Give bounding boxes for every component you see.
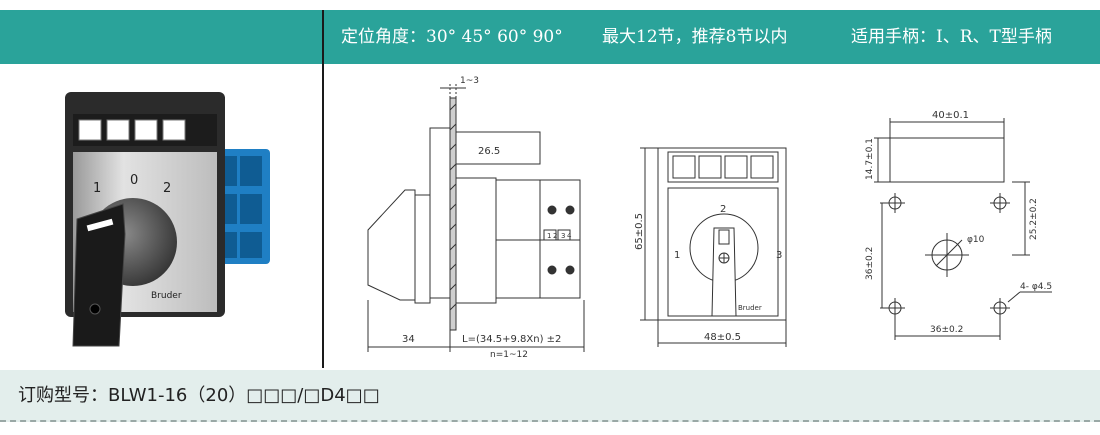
dim-center-hole: φ10 — [967, 235, 985, 245]
terminal-label: 1 — [547, 232, 551, 240]
dim-slot-width: 40±0.1 — [932, 110, 969, 121]
dim-n: n=1~12 — [490, 350, 528, 360]
dim-height: 65±0.5 — [634, 213, 645, 250]
mounting-panel — [449, 97, 457, 331]
terminal-label: 2 — [553, 232, 557, 240]
technical-drawings: 1~3 26.5 1 2 3 4 34 L=(34.5+9.8Xn) ±2 n=… — [367, 76, 1052, 360]
side-handle — [367, 189, 416, 301]
module-block — [495, 179, 541, 241]
dial-label-2: 2 — [163, 181, 171, 196]
terminal-label: 4 — [567, 232, 572, 240]
order-model-label: 订购型号：BLW1-16（20）□□□/□D4□□ — [18, 385, 380, 406]
module-block — [495, 239, 541, 299]
product-photo: 1 0 2 Bruder — [65, 92, 270, 347]
label-window — [162, 119, 186, 141]
cutout-slot — [889, 137, 1005, 183]
terminal-label: 3 — [561, 232, 565, 240]
dim-thickness: 1~3 — [460, 76, 479, 86]
position-label-3: 3 — [776, 250, 782, 261]
spec-handles: 适用手柄：I、R、T型手柄 — [851, 27, 1052, 47]
dim-width-front: 48±0.5 — [704, 332, 741, 343]
spec-header-bar: 定位角度：30° 45° 60° 90° 最大12节，推荐8节以内 适用手柄：I… — [0, 10, 1100, 64]
photo-brand: Bruder — [151, 291, 182, 301]
dim-slot-height: 14.7±0.1 — [865, 138, 875, 180]
side-view: 1~3 26.5 1 2 3 4 34 L=(34.5+9.8Xn) ±2 n=… — [367, 76, 585, 360]
order-footer: 订购型号：BLW1-16（20）□□□/□D4□□ — [0, 370, 1100, 422]
label-window — [106, 119, 130, 141]
spec-sections: 最大12节，推荐8节以内 — [602, 27, 788, 47]
dim-center-upper: 25.2±0.2 — [1029, 198, 1039, 240]
handle-hole — [89, 303, 101, 315]
label-window — [134, 119, 158, 141]
front-view: 1 2 3 Bruder 65±0.5 48±0.5 — [634, 147, 787, 347]
front-handle — [711, 227, 737, 317]
position-label-2: 2 — [720, 204, 726, 215]
dim-holes: 4- φ4.5 — [1020, 282, 1052, 292]
spec-angles: 定位角度：30° 45° 60° 90° — [341, 27, 563, 47]
front-brand: Bruder — [738, 304, 762, 312]
rotary-handle — [72, 203, 126, 347]
dial-label-1: 1 — [93, 181, 101, 196]
position-label-1: 1 — [674, 250, 680, 261]
dim-bottom: 36±0.2 — [930, 325, 963, 335]
label-window — [78, 119, 102, 141]
dim-length: L=(34.5+9.8Xn) ±2 — [462, 334, 561, 345]
dim-front: 34 — [402, 334, 415, 345]
dim-center-lower: 36±0.2 — [865, 247, 875, 280]
footer-dashed-line — [0, 420, 1100, 422]
dial-label-0: 0 — [130, 173, 138, 188]
vertical-divider — [322, 10, 324, 368]
cutout-view: 40±0.1 14.7±0.1 φ10 25.2±0.2 36±0.2 4- φ… — [865, 110, 1052, 340]
dim-width: 26.5 — [478, 146, 500, 157]
